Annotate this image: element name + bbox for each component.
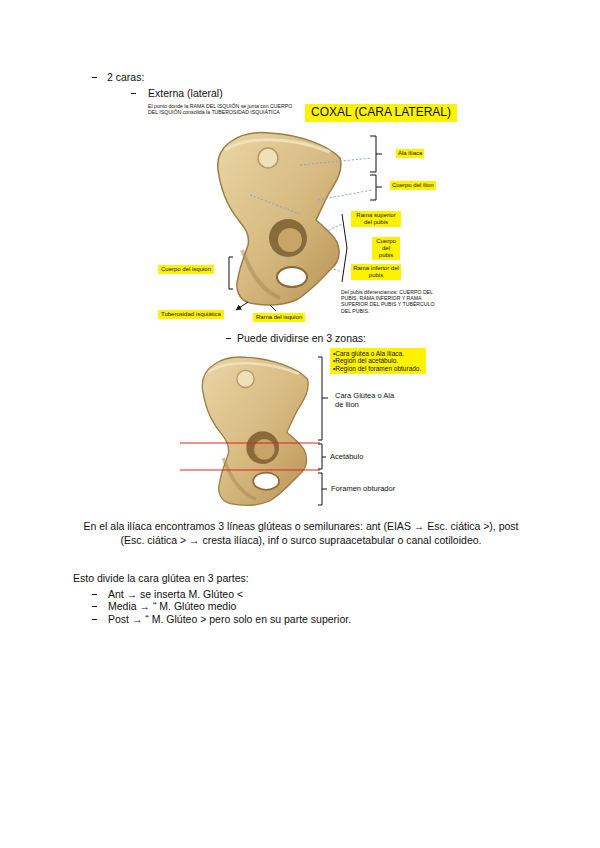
text-block: Externa (lateral) xyxy=(148,87,223,100)
label-text: Post → “ M. Glúteo > pero solo en su par… xyxy=(108,613,351,625)
coxal-bone-illustration xyxy=(202,357,308,505)
box-text: Rama del isquion xyxy=(256,314,302,321)
title-box: COXAL (CARA LATERAL) xyxy=(305,104,457,122)
box-text: •Región del acetábulo. xyxy=(333,357,423,364)
bullet-dash xyxy=(131,93,136,94)
text-block: Cara Glútea o Ala de ilion xyxy=(335,391,395,409)
part-label-box: Cuerpo del isquion xyxy=(158,265,214,274)
text-block: Post → “ M. Glúteo > pero solo en su par… xyxy=(108,613,351,626)
text-block: Esto divide la cara glútea en 3 partes: xyxy=(73,572,249,585)
pointer-arrow xyxy=(236,302,248,310)
coxal-bone-illustration xyxy=(218,133,341,305)
box-text: Ala ilíaca xyxy=(398,150,422,157)
part-label-box: Rama del isquion xyxy=(253,313,305,322)
text-block: El punto donde la RAMA DEL ISQUIÓN se ju… xyxy=(148,103,298,115)
summary-box: •Cara glútea o Ala ilíaca.•Región del ac… xyxy=(330,348,426,374)
box-text: Cuerpo del isquion xyxy=(161,266,211,273)
text-block: Acetábulo xyxy=(330,452,363,461)
part-label-box: Rama inferior del pubis xyxy=(351,264,401,280)
label-text: Del pubis diferenciamos: CUERPO DEL PUBI… xyxy=(341,289,435,314)
part-label-box: Ala ilíaca xyxy=(396,149,424,158)
label-text: Externa (lateral) xyxy=(148,87,223,99)
label-text: Foramen obturador xyxy=(331,484,395,493)
bullet-dash xyxy=(226,338,231,339)
bullet-dash xyxy=(92,606,97,607)
box-text: Cuerpo del ilion xyxy=(392,182,434,189)
box-text: Rama inferior del pubis xyxy=(353,265,399,279)
label-text: Media → “ M. Glúteo medio xyxy=(108,600,236,612)
part-label-box: Rama superior del pubis xyxy=(351,211,401,227)
text-block: Media → “ M. Glúteo medio xyxy=(108,600,236,613)
division-line xyxy=(180,470,320,471)
label-text: 2 caras: xyxy=(107,71,144,83)
label-text: Puede dividirse en 3 zonas: xyxy=(237,332,366,344)
part-label-box: Cuerpo del ilion xyxy=(390,181,436,190)
division-line xyxy=(180,443,320,444)
box-text: •Región del foramen obturado. xyxy=(333,365,423,372)
part-label-box: Tuberosidad isquiática xyxy=(158,310,224,319)
text-block: En el ala ilíaca encontramos 3 líneas gl… xyxy=(75,519,527,547)
text-block: Del pubis diferenciamos: CUERPO DEL PUBI… xyxy=(341,289,443,314)
bullet-dash xyxy=(92,619,97,620)
box-text: COXAL (CARA LATERAL) xyxy=(311,106,451,120)
brackets xyxy=(318,357,328,505)
text-block: Puede dividirse en 3 zonas: xyxy=(237,332,366,345)
box-text: •Cara glútea o Ala ilíaca. xyxy=(333,350,423,357)
label-text: Acetábulo xyxy=(330,452,363,461)
text-block: Ant → se inserta M. Glúteo < xyxy=(108,588,243,601)
label-text: Ant → se inserta M. Glúteo < xyxy=(108,588,243,600)
box-text: Cuerpo del pubis xyxy=(374,238,398,259)
label-text: Cara Glútea o Ala de ilion xyxy=(335,391,394,409)
bullet-dash xyxy=(92,77,97,78)
label-text: El punto donde la RAMA DEL ISQUIÓN se ju… xyxy=(148,103,292,115)
part-label-box: Cuerpo del pubis xyxy=(372,237,400,260)
text-block: 2 caras: xyxy=(107,71,144,84)
text-block: Foramen obturador xyxy=(331,484,395,493)
label-text: En el ala ilíaca encontramos 3 líneas gl… xyxy=(83,520,518,546)
label-text: Esto divide la cara glútea en 3 partes: xyxy=(73,572,249,584)
box-text: Rama superior del pubis xyxy=(353,212,399,226)
bullet-dash xyxy=(92,594,97,595)
leader-line xyxy=(270,305,276,311)
box-text: Tuberosidad isquiática xyxy=(161,311,221,318)
